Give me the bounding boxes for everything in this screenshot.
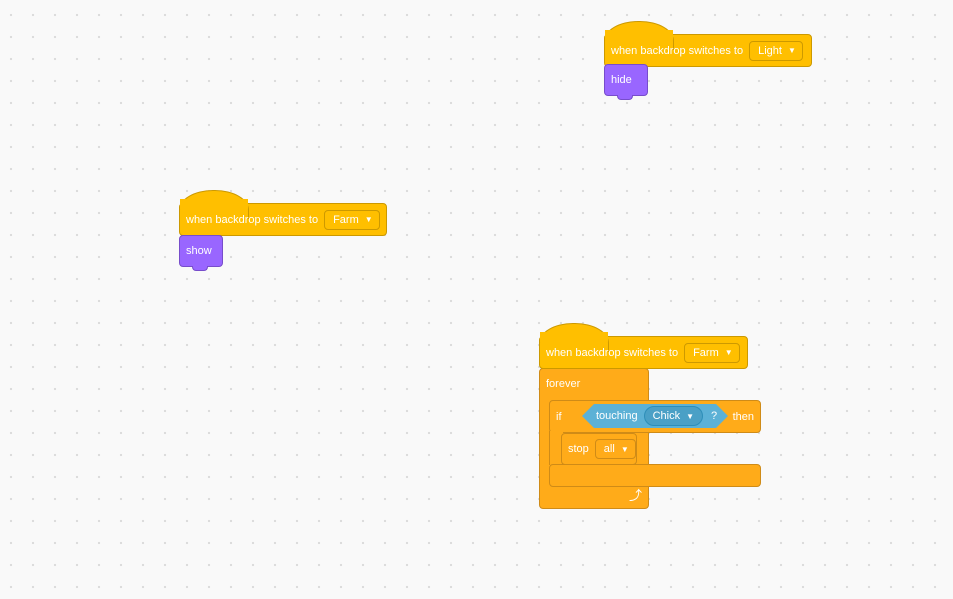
loop-arrow-icon: ⤴ [628,488,642,503]
block-notch [192,266,208,271]
backdrop-dropdown-value: Farm [693,346,719,359]
if-block-arm [549,431,563,465]
block-notch [617,95,633,100]
dropdown-arrow-icon: ▼ [364,215,373,224]
dropdown-arrow-icon: ▼ [620,444,629,454]
hat-label: when backdrop switches to [186,213,319,226]
backdrop-dropdown-value: Light [758,44,782,57]
hat-cap [604,21,674,50]
stop-option-value: all [603,443,615,455]
question-label: ? [711,410,718,422]
show-label: show [186,245,212,257]
backdrop-dropdown[interactable]: Light ▼ [749,40,803,61]
touching-target-value: Chick [652,410,681,422]
looks-hide-block[interactable]: hide [604,64,648,100]
if-label: if [556,410,562,423]
touching-label: touching [596,410,638,422]
stop-label: stop [568,443,589,455]
looks-show-block[interactable]: show [179,235,223,271]
event-when-backdrop-switches-block[interactable]: when backdrop switches to Light ▼ [604,21,812,67]
sensing-touching-block[interactable]: touching Chick ▼ ? [582,404,728,428]
event-when-backdrop-switches-block[interactable]: when backdrop switches to Farm ▼ [179,190,387,236]
dropdown-arrow-icon: ▼ [787,46,796,55]
backdrop-dropdown[interactable]: Farm ▼ [324,209,380,230]
event-when-backdrop-switches-block[interactable]: when backdrop switches to Farm ▼ [539,323,748,369]
stop-option-dropdown[interactable]: all ▼ [594,439,636,459]
dropdown-arrow-icon: ▼ [724,348,733,357]
forever-label: forever [546,378,581,390]
hat-label: when backdrop switches to [611,44,744,57]
dropdown-arrow-icon: ▼ [686,411,695,421]
backdrop-dropdown-value: Farm [333,213,359,226]
control-stop-block[interactable]: stop all ▼ [561,433,637,465]
if-block-bottom [549,464,761,487]
hat-cap [539,323,609,352]
hat-label: when backdrop switches to [546,346,679,359]
backdrop-dropdown[interactable]: Farm ▼ [684,342,740,363]
touching-target-dropdown[interactable]: Chick ▼ [644,406,703,426]
hide-label: hide [611,74,632,86]
then-label: then [732,410,754,423]
